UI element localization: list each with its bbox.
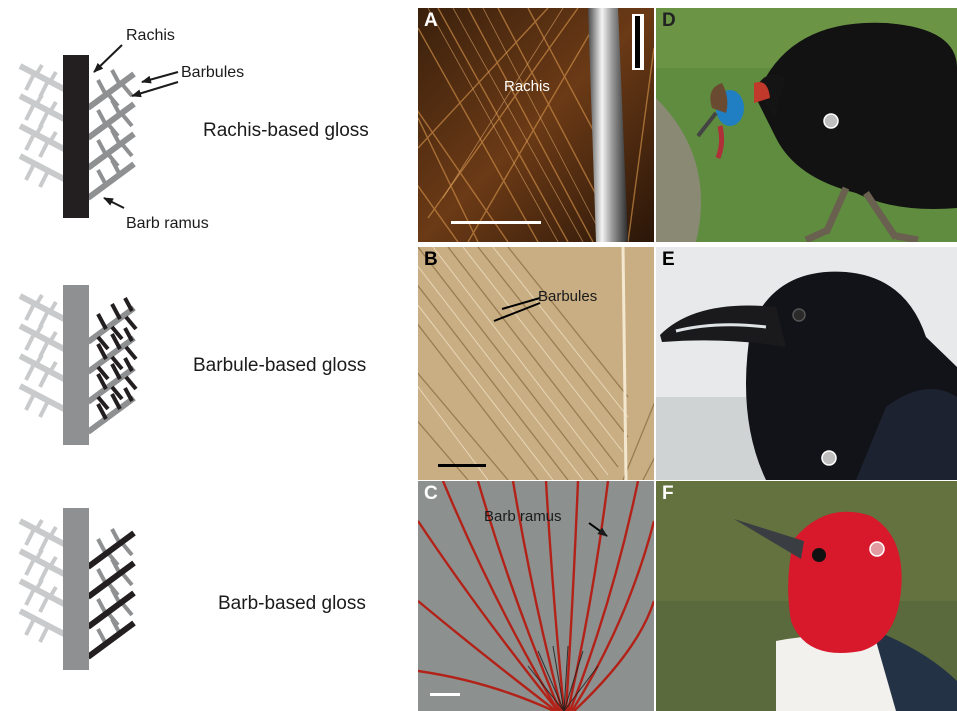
woodpecker-head <box>788 512 902 653</box>
right-barbs <box>88 70 134 198</box>
panel-b-letter: B <box>424 249 438 271</box>
left-barbs <box>20 295 66 417</box>
panel-b-barbules-micrograph: B Barbules <box>418 247 654 480</box>
scale-bar <box>438 464 486 467</box>
rachis-shaft <box>63 55 89 218</box>
panel-e-raven-photo: E <box>656 247 957 480</box>
rachis-shaft <box>63 285 89 445</box>
dark-barbules <box>98 298 136 419</box>
rachis-gloss-label: Rachis-based gloss <box>203 120 369 142</box>
panel-f-letter: F <box>662 483 674 505</box>
right-barbs <box>88 308 134 432</box>
sample-point-marker <box>870 542 884 556</box>
scale-bar <box>430 693 460 696</box>
panel-a-rachis-label: Rachis <box>504 78 550 95</box>
barb-ramus-callout: Barb ramus <box>126 215 209 233</box>
panel-a-letter: A <box>424 10 438 32</box>
rachis-gloss-diagram <box>20 45 178 218</box>
panel-b-barbules-label: Barbules <box>538 288 597 305</box>
panel-d-letter: D <box>662 10 676 32</box>
panel-c-barb-ramus-micrograph: C Barb ramus <box>418 481 654 711</box>
panel-c-letter: C <box>424 483 438 505</box>
sample-point-marker <box>822 451 836 465</box>
scale-bar <box>451 221 541 224</box>
barbule-gloss-label: Barbule-based gloss <box>193 355 366 377</box>
left-barbs <box>20 520 66 642</box>
barbule-gloss-diagram <box>20 285 136 445</box>
panel-a-rachis-micrograph: A Rachis <box>418 8 654 242</box>
panel-d-cassowary-photo: D <box>656 8 957 242</box>
barb-gloss-diagram <box>20 508 134 670</box>
barbules-callout: Barbules <box>181 64 244 82</box>
sample-point-marker <box>824 114 838 128</box>
barb-gloss-label: Barb-based gloss <box>218 593 366 615</box>
panel-e-letter: E <box>662 249 675 271</box>
rachis-callout: Rachis <box>126 27 175 45</box>
rachis-shaft <box>63 508 89 670</box>
panel-c-barb-ramus-label: Barb ramus <box>484 508 562 525</box>
panel-f-woodpecker-photo: F <box>656 481 957 711</box>
left-barbs <box>20 65 66 187</box>
